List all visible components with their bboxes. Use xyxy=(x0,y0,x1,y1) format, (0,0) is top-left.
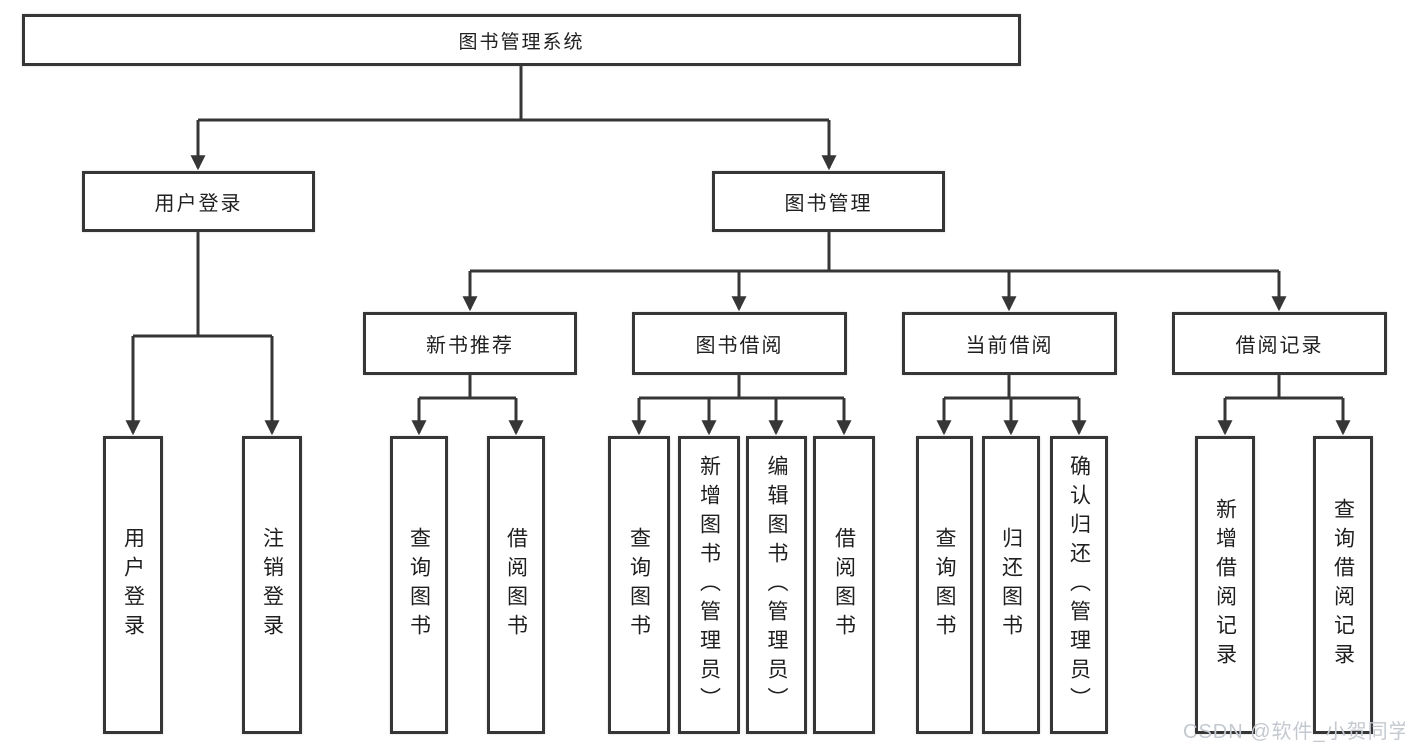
node-borrowing-records: 借阅记录 xyxy=(1172,312,1387,375)
node-label: 编辑图书（管理员） xyxy=(765,454,788,716)
leaf-query-books-current: 查询图书 xyxy=(916,436,973,734)
node-label: 查询图书 xyxy=(627,527,651,643)
leaf-logout: 注销登录 xyxy=(242,436,302,734)
node-label: 新增图书（管理员） xyxy=(697,454,721,716)
node-label: 借阅图书 xyxy=(832,527,856,643)
node-label: 图书管理 xyxy=(784,193,873,215)
node-label: 查询图书 xyxy=(933,527,956,643)
node-label: 查询借阅记录 xyxy=(1331,498,1355,672)
node-label: 图书借阅 xyxy=(695,335,784,357)
node-label: 查询图书 xyxy=(407,527,431,643)
node-new-book-recommend: 新书推荐 xyxy=(363,312,577,375)
csdn-watermark: CSDN @软件_小贺同学 xyxy=(1183,721,1405,743)
node-label: 注销登录 xyxy=(260,527,284,643)
leaf-edit-books-admin: 编辑图书（管理员） xyxy=(746,436,807,734)
node-label: 当前借阅 xyxy=(965,335,1054,357)
node-user-login: 用户登录 xyxy=(82,171,315,232)
leaf-add-books-admin: 新增图书（管理员） xyxy=(678,436,740,734)
node-label: 借阅记录 xyxy=(1235,335,1324,357)
leaf-user-login: 用户登录 xyxy=(103,436,163,734)
node-book-borrowing: 图书借阅 xyxy=(632,312,847,375)
leaf-borrow-books-recommend: 借阅图书 xyxy=(487,436,545,734)
node-label: 借阅图书 xyxy=(504,527,528,643)
leaf-confirm-return-admin: 确认归还（管理员） xyxy=(1050,436,1108,734)
leaf-return-books: 归还图书 xyxy=(982,436,1040,734)
node-label: 确认归还（管理员） xyxy=(1067,454,1091,716)
node-label: 新增借阅记录 xyxy=(1213,498,1237,672)
leaf-query-books-recommend: 查询图书 xyxy=(390,436,448,734)
leaf-add-borrow-record: 新增借阅记录 xyxy=(1195,436,1255,734)
node-label: 图书管理系统 xyxy=(458,31,585,53)
leaf-query-borrow-record: 查询借阅记录 xyxy=(1313,436,1373,734)
node-current-borrowing: 当前借阅 xyxy=(902,312,1117,375)
leaf-borrow-books: 借阅图书 xyxy=(813,436,875,734)
node-label: 用户登录 xyxy=(154,193,243,215)
node-root-library-system: 图书管理系统 xyxy=(22,14,1021,66)
node-label: 用户登录 xyxy=(121,527,145,643)
node-label: 新书推荐 xyxy=(426,335,514,357)
node-book-management: 图书管理 xyxy=(712,171,945,232)
node-label: 归还图书 xyxy=(999,527,1023,643)
leaf-query-books-borrowing: 查询图书 xyxy=(608,436,670,734)
